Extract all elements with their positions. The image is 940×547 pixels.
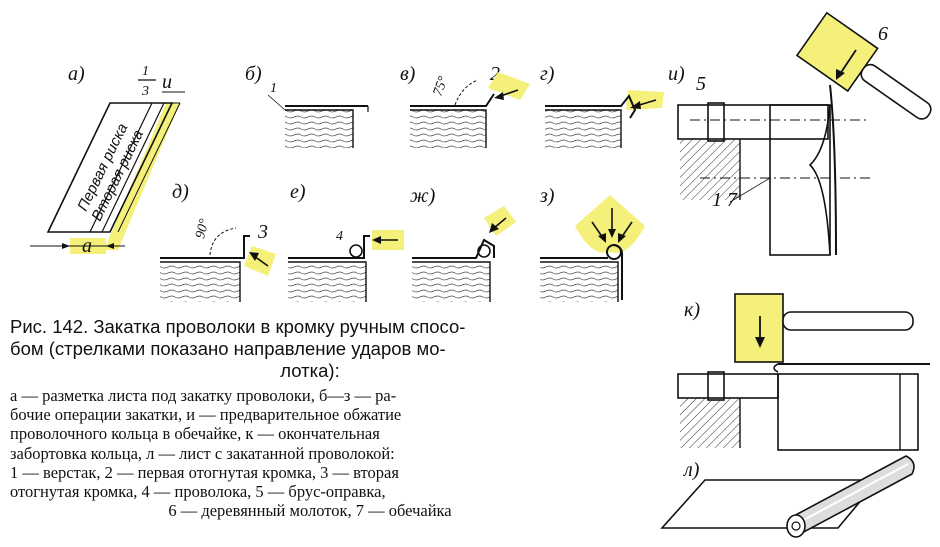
highlight-strip-top bbox=[104, 103, 180, 250]
wooden-mallet-head-k bbox=[734, 293, 784, 363]
panel-label-l: л) bbox=[683, 459, 700, 481]
sheet-z bbox=[540, 244, 624, 300]
panel-label-i: и) bbox=[668, 63, 685, 85]
highlight-v bbox=[488, 72, 530, 100]
panel-a-marking: а) Первая риска Вторая риска 1 3 u a bbox=[30, 63, 185, 257]
shell-i bbox=[769, 104, 831, 256]
caption-legend-line-3: проволочного кольца в обечайке, к — окон… bbox=[10, 424, 380, 444]
mandrel-bar-i bbox=[677, 104, 829, 140]
first-marking-line bbox=[89, 102, 153, 233]
panel-label-k: к) bbox=[684, 299, 700, 321]
sheet-zh bbox=[412, 238, 495, 259]
caption-legend-line-5: 1 — верстак, 2 — первая отогнутая кромка… bbox=[10, 462, 399, 482]
label-1-7: 1 7 bbox=[712, 189, 738, 211]
rolled-sheet bbox=[660, 479, 880, 529]
wire-zh bbox=[477, 244, 491, 258]
panel-label-a: а) bbox=[68, 63, 85, 85]
second-marking-line bbox=[101, 102, 165, 233]
panel-label-g: г) bbox=[540, 63, 555, 85]
label-3: 3 bbox=[257, 221, 268, 243]
label-6: 6 bbox=[878, 23, 888, 45]
panel-i: и) 5 1 7 6 bbox=[668, 11, 932, 256]
caption-legend-line-1: а — разметка листа под закатку проволоки… bbox=[10, 386, 397, 405]
highlight-zh bbox=[484, 206, 516, 236]
wire-e bbox=[349, 244, 363, 258]
fraction-denominator: 3 bbox=[141, 84, 149, 99]
panel-label-e: е) bbox=[290, 181, 306, 203]
panel-label-zh: ж) bbox=[410, 185, 436, 207]
sheet-g bbox=[545, 94, 637, 119]
panel-label-v: в) bbox=[400, 63, 416, 85]
angle-90-label: 90° bbox=[193, 217, 213, 240]
caption-title-line-3: лотка): bbox=[280, 360, 340, 381]
label-2: 2 bbox=[490, 63, 500, 85]
label-5: 5 bbox=[696, 73, 706, 95]
mallet-handle-i bbox=[860, 63, 932, 120]
caption-title-line-2: бом (стрелками показано направление удар… bbox=[10, 338, 446, 359]
wire-end bbox=[791, 521, 801, 531]
shell-k bbox=[777, 373, 919, 451]
figure-caption: Рис. 142. Закатка проволоки в кромку руч… bbox=[10, 316, 610, 520]
panel-l: л) bbox=[660, 455, 915, 538]
mandrel-bar-k bbox=[677, 373, 779, 399]
panel-label-z: з) bbox=[539, 185, 555, 207]
caption-title-line-1: Рис. 142. Закатка проволоки в кромку руч… bbox=[10, 316, 466, 337]
angle-75-label: 75° bbox=[431, 74, 452, 98]
caption-title: Рис. 142. Закатка проволоки в кромку руч… bbox=[10, 316, 610, 382]
sheet-outline bbox=[46, 102, 174, 233]
caption-legend: а — разметка листа под закатку проволоки… bbox=[10, 386, 610, 520]
panel-b: б) 1 bbox=[245, 63, 369, 148]
panel-e: е) 4 bbox=[288, 181, 404, 302]
panel-g: г) bbox=[540, 63, 664, 148]
caption-legend-line-7: 6 — деревянный молоток, 7 — обечайка bbox=[168, 501, 452, 521]
dimension-a-label: a bbox=[82, 235, 92, 257]
fraction-numerator: 1 bbox=[142, 64, 149, 79]
caption-legend-line-4: забортовка кольца, л — лист с закатанной… bbox=[10, 443, 395, 463]
panel-label-b: б) bbox=[245, 63, 262, 85]
sheet-e bbox=[288, 235, 370, 259]
label-4: 4 bbox=[336, 229, 343, 244]
sheet-d bbox=[160, 235, 250, 259]
mallet-handle-k bbox=[782, 311, 914, 331]
fraction-variable: u bbox=[162, 71, 172, 93]
panel-v: в) 75° 2 bbox=[400, 63, 530, 148]
sheet-v bbox=[410, 93, 495, 107]
caption-legend-line-6: отогнутая кромка, 4 — проволока, 5 — бру… bbox=[10, 482, 386, 502]
label-1-b: 1 bbox=[270, 81, 277, 96]
highlight-z bbox=[575, 195, 645, 253]
panel-zh: ж) bbox=[410, 185, 516, 302]
panel-k: к) bbox=[677, 293, 930, 451]
panel-d: д) 90° 3 bbox=[160, 181, 276, 302]
caption-legend-line-2: бочие операции закатки, и — предваритель… bbox=[10, 405, 402, 425]
panel-label-d: д) bbox=[172, 181, 189, 203]
panel-z: з) bbox=[539, 185, 645, 302]
